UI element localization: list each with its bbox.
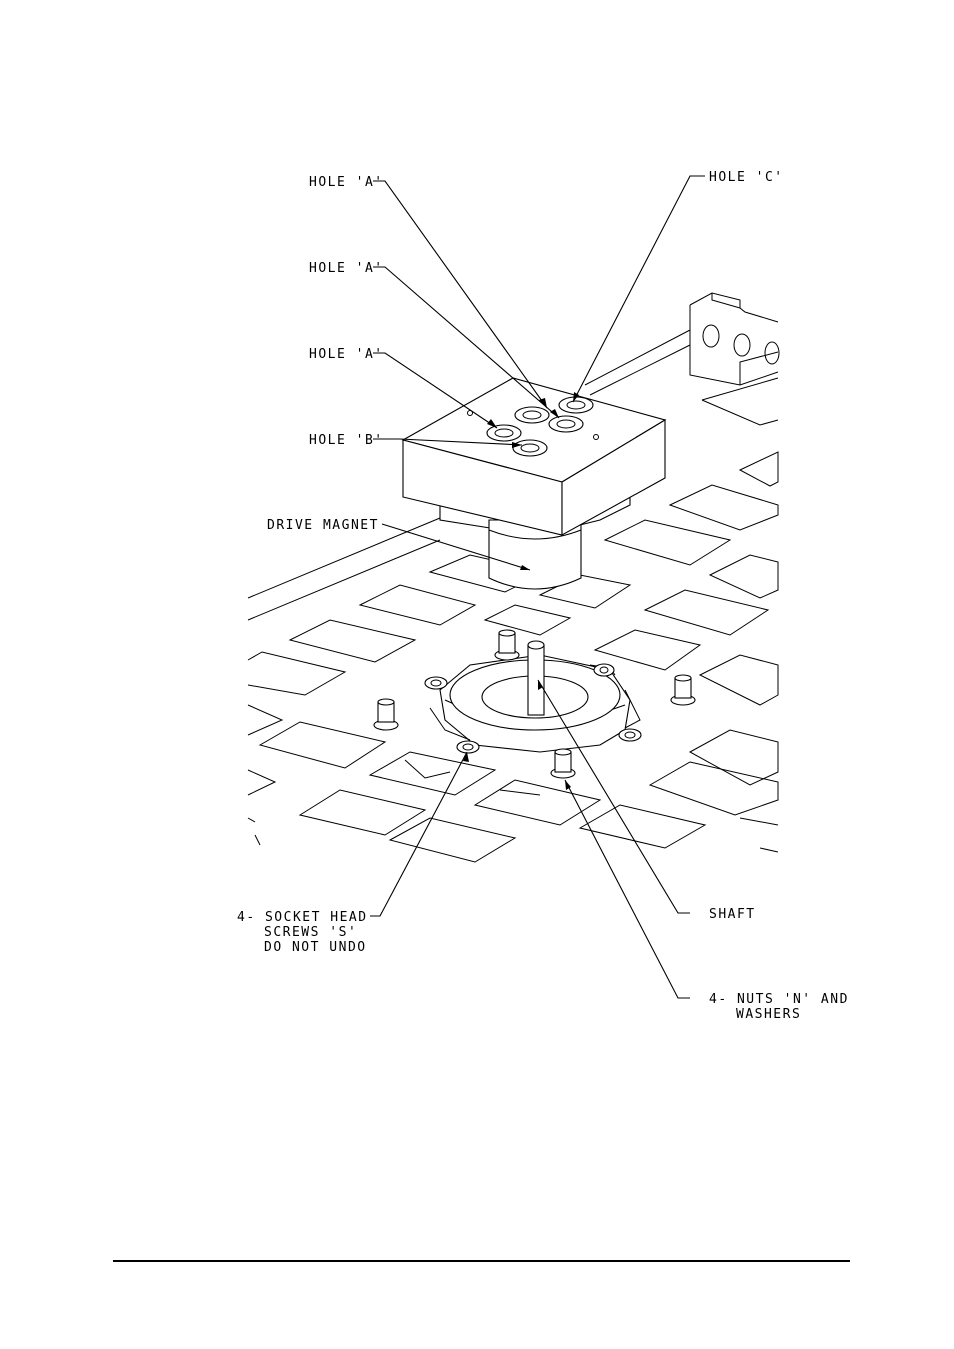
drive-magnet-housing: [401, 377, 667, 590]
hole-a: [548, 415, 584, 433]
socket-head-screw: [593, 663, 615, 677]
hole-b: [512, 439, 548, 457]
hole-a: [486, 424, 522, 442]
label-hole-a-1: HOLE 'A': [309, 175, 384, 190]
shaft-assembly: [373, 629, 696, 779]
label-hole-a-2: HOLE 'A': [309, 261, 384, 276]
label-hole-c: HOLE 'C': [709, 170, 784, 185]
hole-a: [514, 406, 550, 424]
nut-and-washer: [373, 698, 399, 731]
label-hole-a-3: HOLE 'A': [309, 347, 384, 362]
leader-lines: [370, 175, 705, 999]
socket-head-screw: [618, 728, 642, 742]
nut-and-washer: [670, 674, 696, 706]
label-socket-screws-line1: 4- SOCKET HEAD: [237, 910, 368, 925]
label-nuts-line2: WASHERS: [736, 1007, 801, 1022]
label-socket-screws-line2: SCREWS 'S': [264, 925, 357, 940]
nut-and-washer: [550, 748, 576, 779]
label-drive-magnet: DRIVE MAGNET: [267, 518, 379, 533]
socket-head-screw: [456, 740, 480, 754]
label-hole-b: HOLE 'B': [309, 433, 384, 448]
base-plate: [247, 292, 780, 863]
footer-rule: [113, 1260, 850, 1262]
shaft: [527, 640, 545, 716]
nut-and-washer: [494, 629, 520, 661]
socket-head-screw: [424, 676, 448, 690]
label-nuts-line1: 4- NUTS 'N' AND: [709, 992, 849, 1007]
label-shaft: SHAFT: [709, 907, 756, 922]
label-socket-screws-line3: DO NOT UNDO: [264, 940, 367, 955]
callout-labels: HOLE 'A' HOLE 'A' HOLE 'A' HOLE 'B' HOLE…: [237, 170, 849, 1022]
